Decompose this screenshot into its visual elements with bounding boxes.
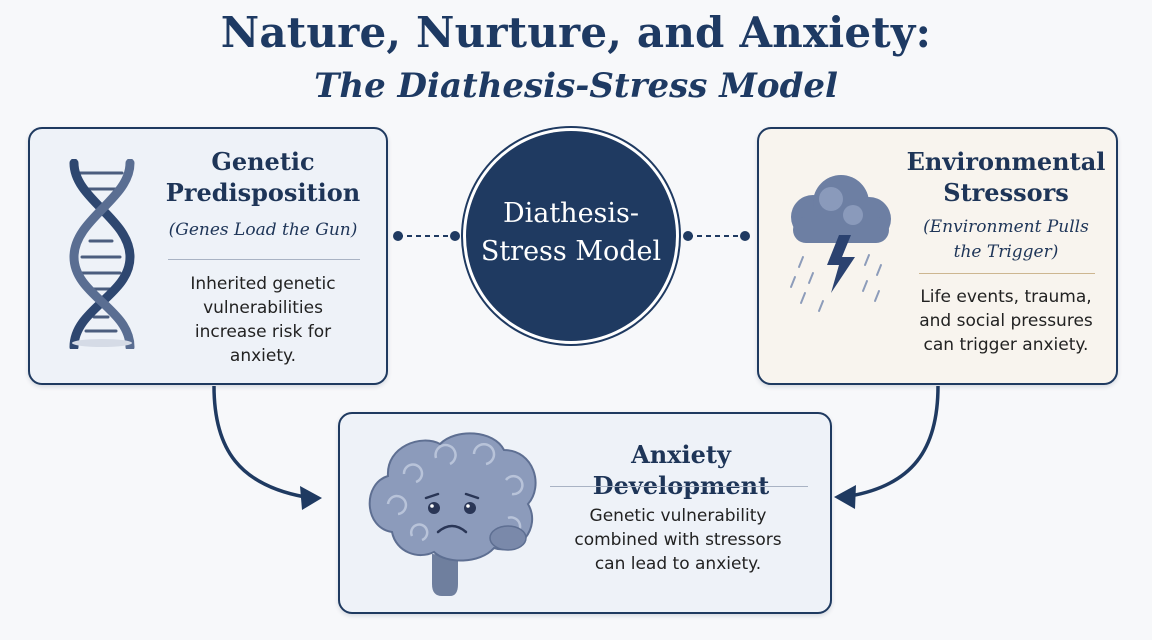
genetic-title-line1: Genetic	[211, 147, 315, 176]
center-label-line1: Diathesis-	[502, 198, 640, 229]
page-subtitle: The Diathesis-Stress Model	[314, 66, 838, 106]
anxiety-desc-line3: can lead to anxiety.	[594, 554, 762, 574]
genetic-desc-line3: increase risk for	[194, 322, 332, 342]
genetic-title-line2: Predisposition	[165, 178, 361, 207]
environment-desc-line2: and social pressures	[919, 311, 1093, 331]
anxiety-description: Genetic vulnerability combined with stre…	[550, 504, 806, 576]
connector-genetic-center	[393, 231, 460, 241]
environment-title-line2: Stressors	[943, 178, 1069, 207]
environment-title: Environmental Stressors	[901, 146, 1111, 208]
environment-description: Life events, trauma, and social pressure…	[901, 285, 1111, 357]
genetic-desc-line4: anxiety.	[229, 346, 297, 366]
anxiety-title: Anxiety Development	[592, 440, 770, 500]
genetic-title: Genetic Predisposition	[158, 146, 368, 208]
page-title: Nature, Nurture, and Anxiety:	[220, 8, 932, 57]
diathesis-stress-model-circle: Diathesis- Stress Model	[466, 131, 676, 341]
center-label-line2: Stress Model	[480, 236, 662, 267]
environment-divider	[919, 273, 1095, 274]
anxiety-development-card: Anxiety Development Genetic vulnerabilit…	[338, 412, 832, 614]
anxiety-desc-line2: combined with stressors	[574, 530, 782, 550]
environment-desc-line1: Life events, trauma,	[920, 287, 1092, 307]
connector-center-environment	[683, 231, 750, 241]
environment-tagline-line2: the Trigger)	[953, 242, 1059, 262]
environmental-stressors-card: Environmental Stressors (Environment Pul…	[757, 127, 1118, 385]
dna-icon	[69, 159, 135, 349]
environment-tagline-line1: (Environment Pulls	[923, 217, 1089, 237]
storm-cloud-icon	[790, 175, 891, 312]
worried-brain-icon	[368, 432, 537, 596]
arrow-genetic-to-anxiety	[212, 385, 322, 510]
genetic-desc-line2: vulnerabilities	[203, 298, 323, 318]
genetic-desc-line1: Inherited genetic	[190, 274, 336, 294]
genetic-description: Inherited genetic vulnerabilities increa…	[158, 272, 368, 368]
environment-desc-line3: can trigger anxiety.	[923, 335, 1089, 355]
genetic-tagline: (Genes Load the Gun)	[168, 220, 358, 240]
genetic-predisposition-card: Genetic Predisposition (Genes Load the G…	[28, 127, 388, 385]
environment-tagline: (Environment Pulls the Trigger)	[901, 215, 1111, 265]
anxiety-desc-line1: Genetic vulnerability	[589, 506, 767, 526]
environment-title-line1: Environmental	[906, 147, 1106, 176]
center-label: Diathesis- Stress Model	[466, 195, 676, 271]
genetic-divider	[168, 259, 360, 260]
anxiety-divider	[550, 486, 808, 487]
arrow-environment-to-anxiety	[834, 385, 940, 509]
